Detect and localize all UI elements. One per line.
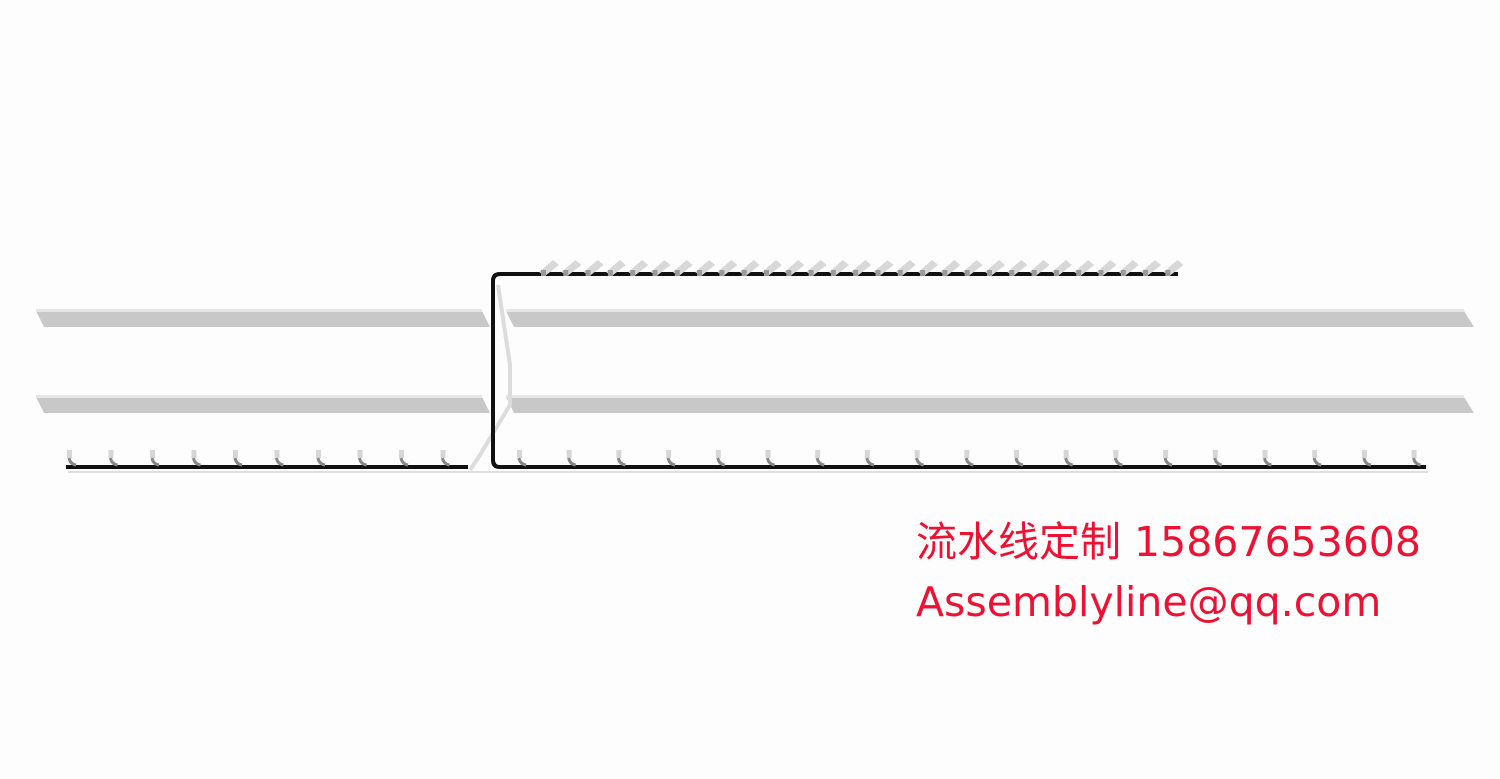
top-hanger [1007, 260, 1028, 276]
transfer-conveyor [468, 284, 512, 472]
top-hanger [605, 260, 626, 276]
top-hanger [762, 260, 782, 276]
top-hanger [962, 260, 983, 276]
top-hanger [985, 260, 1005, 276]
bottom-hook [1014, 450, 1024, 467]
top-hanger [1118, 260, 1139, 276]
bottom-hook [67, 450, 77, 467]
rail-upper-right [506, 309, 1474, 327]
bottom-hook [666, 450, 676, 467]
top-hanger [1141, 260, 1162, 276]
top-hanger [940, 260, 961, 276]
bottom-hook [517, 450, 527, 467]
top-hanger [806, 260, 827, 276]
top-hanger [873, 260, 894, 276]
bottom-hook [815, 450, 825, 467]
rail-lower-right [506, 395, 1474, 413]
contact-caption-phone: 流水线定制 15867653608 [916, 518, 1421, 566]
top-hanger [583, 260, 604, 276]
top-hanger [717, 260, 738, 276]
bottom-hook [1113, 450, 1123, 467]
bottom-hook [191, 450, 201, 467]
bottom-hook [765, 450, 775, 467]
bottom-hook [440, 450, 450, 467]
bottom-hook [357, 450, 367, 467]
bottom-hook [1262, 450, 1272, 467]
top-hanger [1051, 260, 1072, 276]
top-hanger [695, 260, 716, 276]
bottom-hook [1411, 450, 1421, 467]
bottom-hook [1163, 450, 1173, 467]
top-hanger [1074, 260, 1095, 276]
top-hanger [784, 260, 805, 276]
bottom-hook [616, 450, 626, 467]
top-hanger [650, 260, 671, 276]
top-hanger [672, 260, 693, 276]
bottom-hook [274, 450, 284, 467]
top-hanger [1096, 260, 1117, 276]
bottom-hook [233, 450, 243, 467]
rail-lower-left [36, 395, 490, 413]
top-hanger [539, 260, 559, 276]
top-hanger [628, 260, 649, 276]
top-hanger [739, 260, 760, 276]
top-hanger [851, 260, 872, 276]
bottom-hook [399, 450, 409, 467]
bottom-hook [316, 450, 326, 467]
bottom-hook [1312, 450, 1322, 467]
bottom-hook [864, 450, 875, 467]
bottom-hook [566, 450, 577, 467]
rail-upper-left [36, 309, 490, 327]
bottom-hook [150, 450, 160, 467]
bottom-hook [914, 450, 924, 467]
bottom-hook [964, 450, 974, 467]
chain-loop [491, 272, 1426, 469]
bottom-hook [108, 450, 118, 467]
top-hanger [918, 260, 939, 276]
hooks [67, 260, 1421, 467]
top-hanger [1029, 260, 1050, 276]
bottom-hook [1063, 450, 1074, 467]
bottom-hook [1212, 450, 1223, 467]
contact-caption-email: Assemblyline@qq.com [916, 578, 1382, 626]
top-hanger [828, 260, 849, 276]
top-hanger [895, 260, 916, 276]
top-hanger [561, 260, 582, 276]
top-hanger [1163, 260, 1184, 276]
bottom-hook [1361, 450, 1372, 467]
bottom-hook [715, 450, 726, 467]
